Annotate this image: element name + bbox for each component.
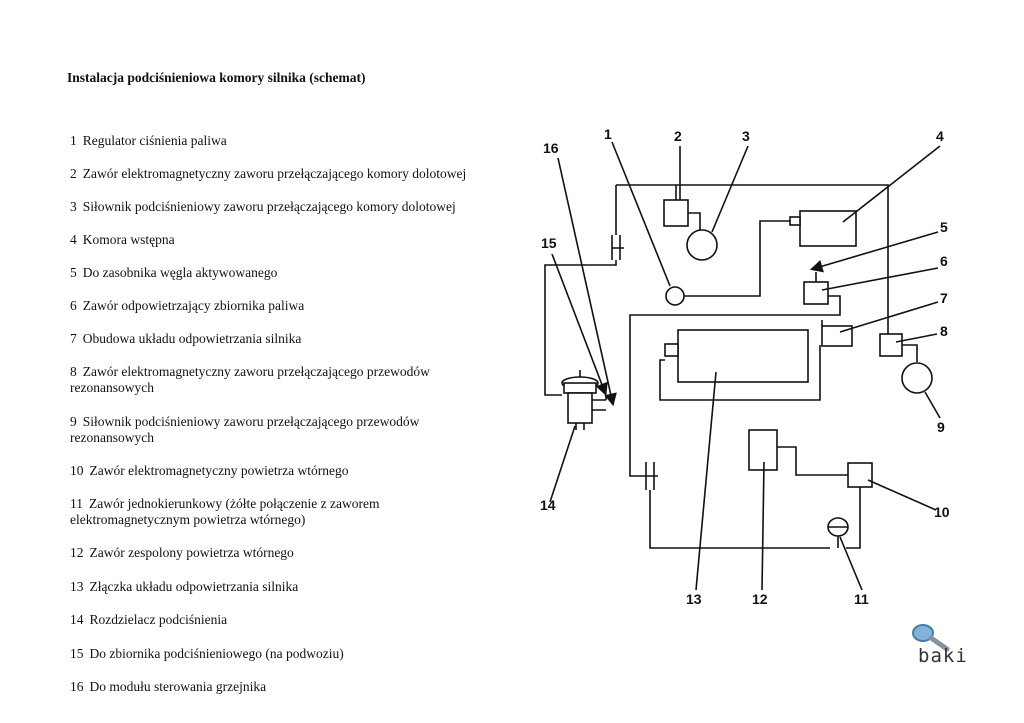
leader-line <box>711 145 749 233</box>
vacuum-line <box>629 295 841 462</box>
leader-line <box>867 479 937 511</box>
leader-line <box>761 461 765 591</box>
magnifier-icon <box>912 624 950 652</box>
diagram-label-3: 3 <box>742 128 750 144</box>
diagram-label-7: 7 <box>940 290 948 306</box>
leader-line <box>557 157 617 407</box>
vacuum-line-16 <box>544 260 617 396</box>
diagram-label-10: 10 <box>934 504 950 520</box>
leader-line <box>924 391 941 419</box>
leader-line <box>839 301 939 333</box>
fuel-pressure-regulator-1 <box>665 286 685 306</box>
diagram-label-4: 4 <box>936 128 944 144</box>
combination-valve-12 <box>748 429 778 471</box>
diagram-label-15: 15 <box>541 235 557 251</box>
diagram-label-8: 8 <box>940 323 948 339</box>
vacuum-line <box>777 446 848 476</box>
watermark-text: baki <box>918 645 968 667</box>
vacuum-line <box>681 220 790 297</box>
diagram-label-11: 11 <box>854 591 869 607</box>
diagram-label-5: 5 <box>940 219 948 235</box>
diagram-label-2: 2 <box>674 128 682 144</box>
vent-connector-13 <box>677 329 809 383</box>
leader-line <box>611 141 671 287</box>
fuel-tank-vent-valve-6 <box>803 281 829 305</box>
diagram-label-13: 13 <box>686 591 702 607</box>
diagram-label-14: 14 <box>540 497 556 513</box>
diagram-label-1: 1 <box>604 126 612 142</box>
diagram-label-12: 12 <box>752 591 768 607</box>
leader-line <box>809 231 939 273</box>
vacuum-line <box>649 490 830 549</box>
leader-line <box>821 267 939 291</box>
vacuum-line <box>902 344 918 362</box>
solenoid-valve-2 <box>663 199 689 227</box>
connector-fitting <box>611 235 624 260</box>
page-title: Instalacja podciśnieniowa komory silnika… <box>67 70 366 85</box>
leader-line <box>551 253 608 396</box>
vacuum-line <box>659 345 821 401</box>
diagram-label-16: 16 <box>543 140 559 156</box>
vacuum-line <box>846 487 861 549</box>
leader-line <box>549 425 576 503</box>
leader-line <box>839 536 863 591</box>
pre-chamber-4 <box>799 210 857 247</box>
leader-line <box>695 371 717 591</box>
vacuum-actuator-9 <box>901 362 933 394</box>
solenoid-valve-10 <box>847 462 873 488</box>
solenoid-valve-8 <box>879 333 903 357</box>
leader-line <box>842 145 941 223</box>
diagram-label-6: 6 <box>940 253 948 269</box>
diagram-label-9: 9 <box>937 419 945 435</box>
leader-line <box>895 333 938 343</box>
connector-fitting <box>645 462 658 490</box>
vacuum-line-top <box>616 184 889 340</box>
vacuum-actuator-3 <box>686 229 718 261</box>
vacuum-line <box>688 212 701 230</box>
